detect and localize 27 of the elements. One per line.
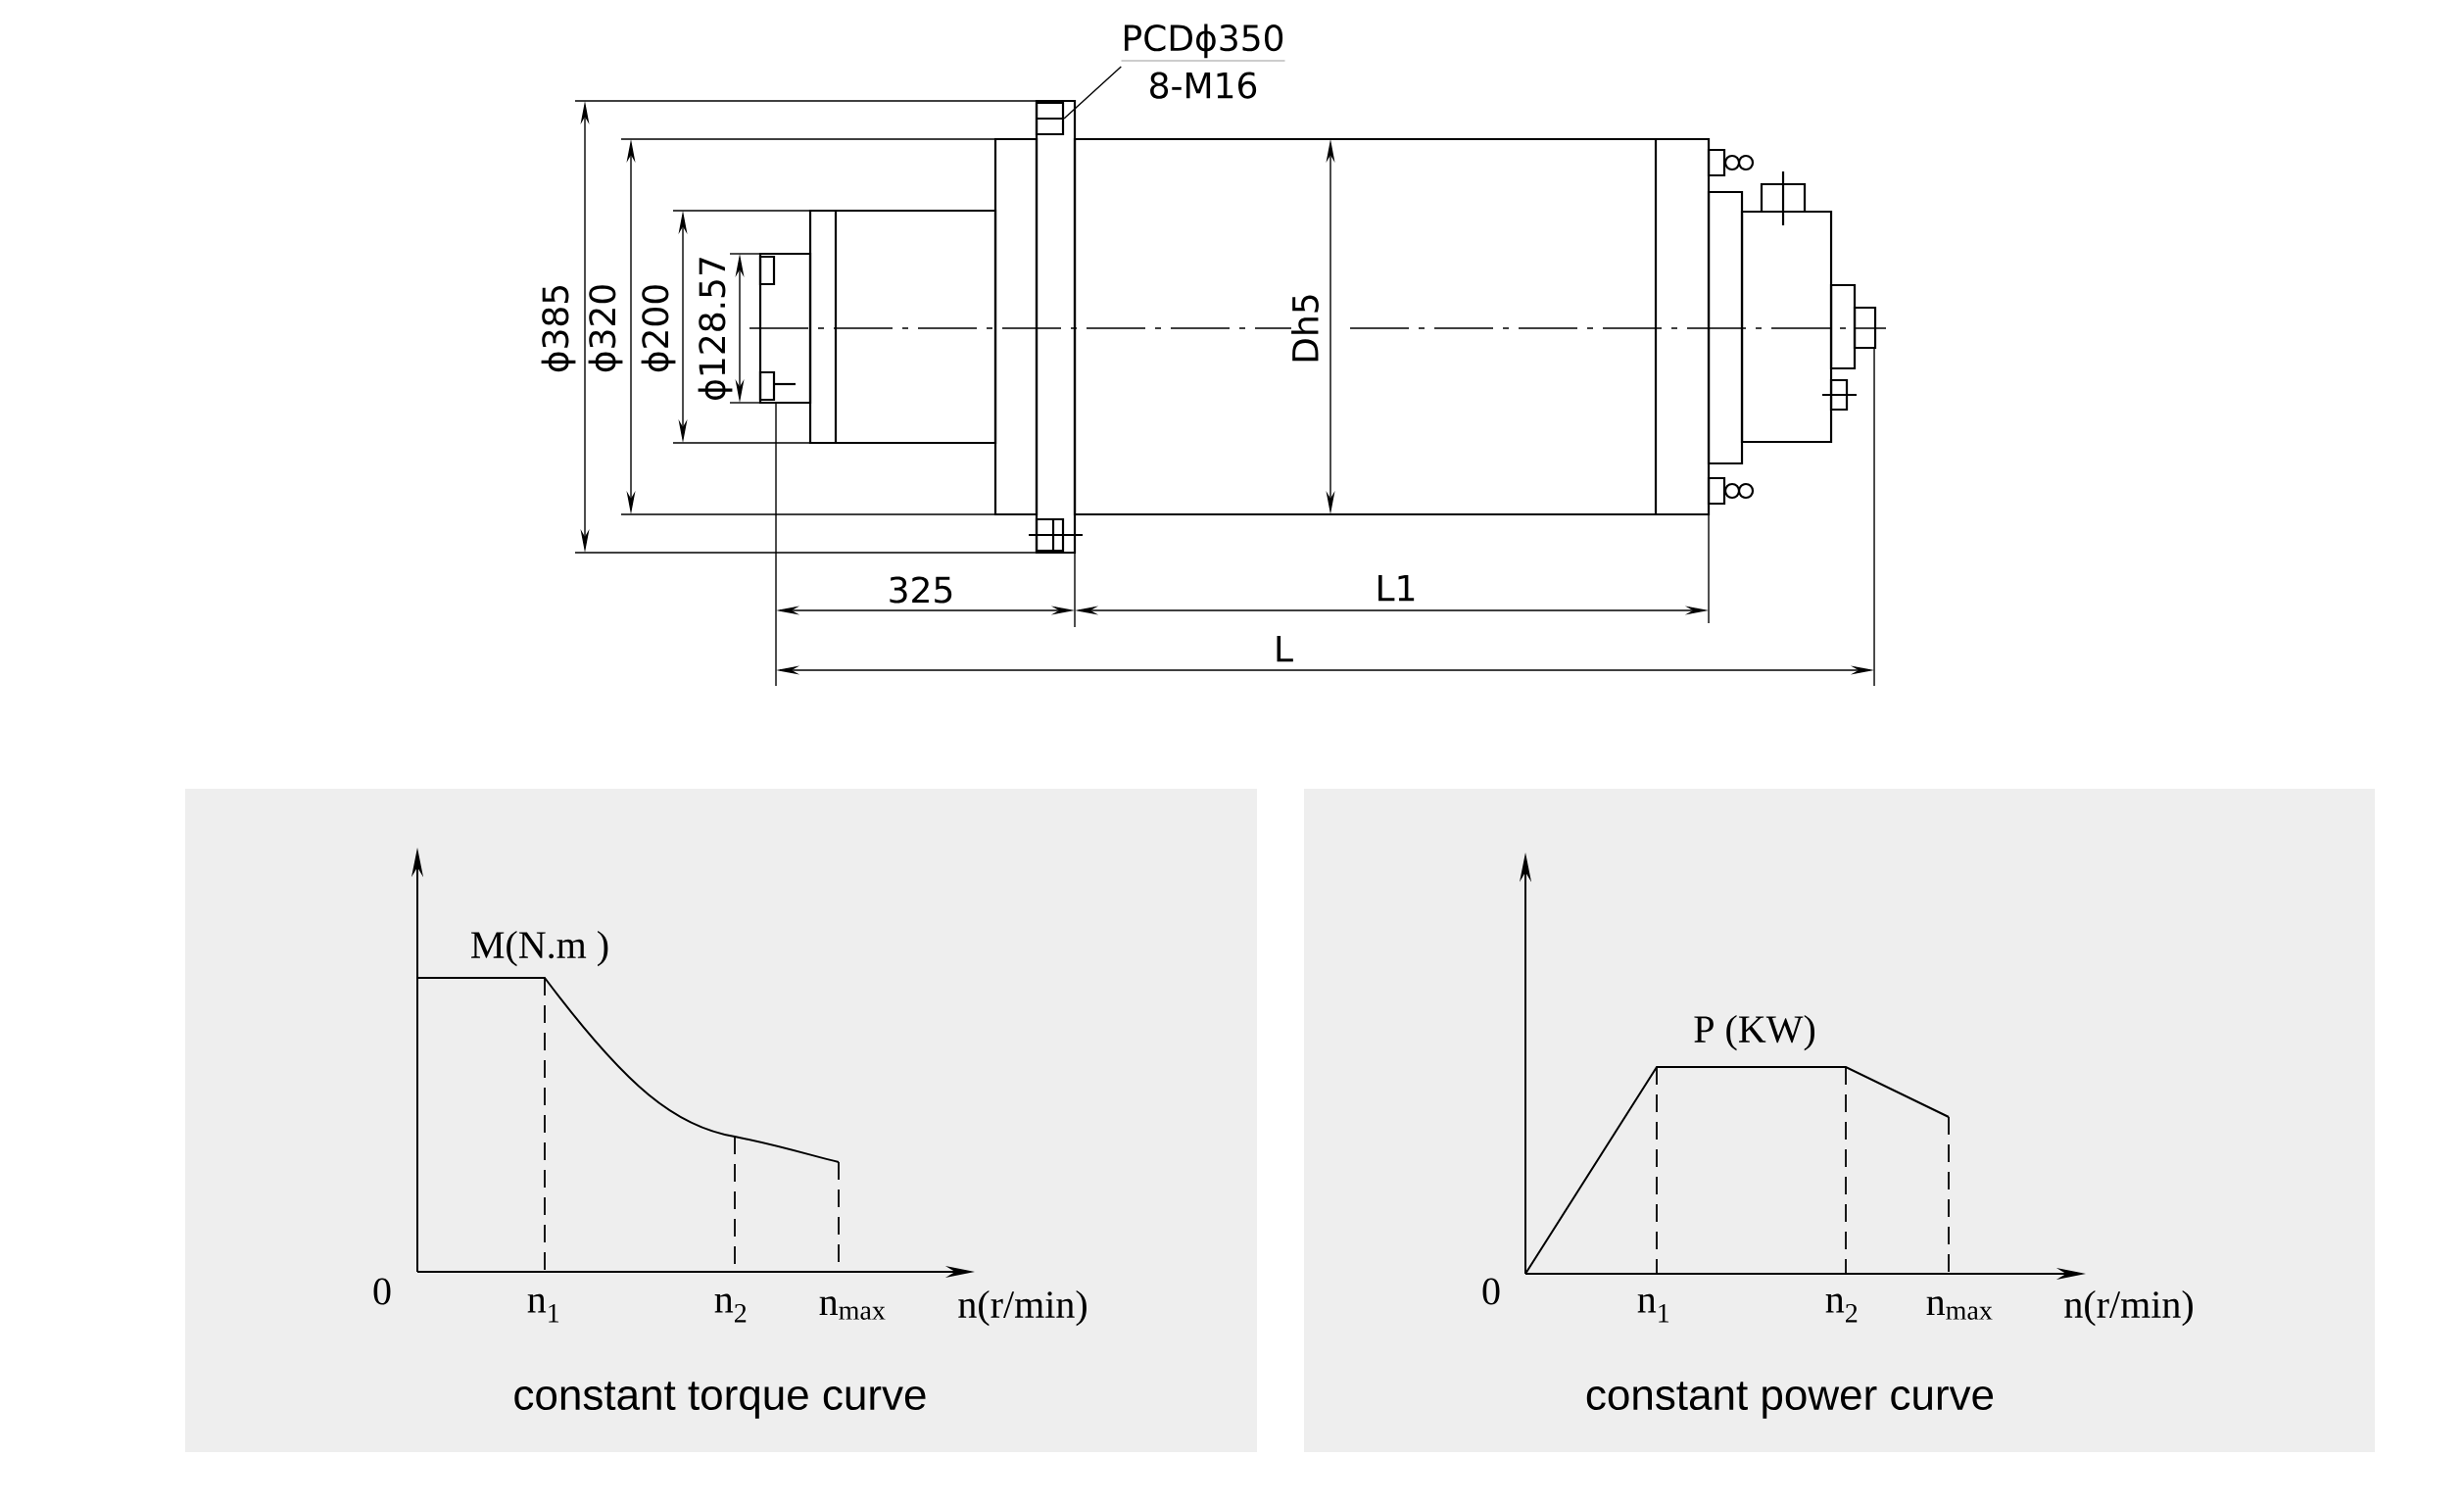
- tick-label: n$_{2}$: [714, 1293, 747, 1323]
- dimension-label: L1: [1378, 574, 1415, 602]
- chart-panel: [185, 789, 1257, 1452]
- origin-label: 0: [373, 1278, 391, 1305]
- axis-label: P (KW): [1694, 1014, 1814, 1051]
- axis-label: n(r/min): [958, 1289, 1087, 1327]
- tick-label: n$_{1}$: [1637, 1293, 1669, 1323]
- tick-label: n$_{max}$: [819, 1296, 886, 1320]
- bolt-head: [1035, 101, 1065, 136]
- chart-panel: [1304, 789, 2376, 1452]
- dimension-label: ϕ200: [641, 285, 676, 372]
- tick-label: n$_{1}$: [527, 1293, 559, 1323]
- origin-label: 0: [1482, 1278, 1500, 1305]
- chart-caption: constant torque curve: [514, 1382, 926, 1419]
- dimension-label: ϕ128.57: [698, 258, 733, 400]
- dimension-label: L: [1277, 635, 1293, 662]
- tick-label: n$_{max}$: [1926, 1296, 1993, 1320]
- axis-label: n(r/min): [2064, 1289, 2193, 1327]
- dimension-label: ϕ385: [541, 285, 576, 372]
- chart-caption: constant power curve: [1586, 1382, 1994, 1419]
- tick-label: n$_{2}$: [1825, 1293, 1858, 1323]
- dimension-label: ϕ320: [588, 285, 623, 372]
- leader-line: [1063, 66, 1122, 120]
- callout-text: PCDϕ350 8-M16: [1121, 24, 1285, 99]
- dimension-label: 325: [890, 576, 952, 604]
- axis-label: M(N.m ): [471, 930, 608, 967]
- dimension-label: Dh5: [1291, 295, 1319, 362]
